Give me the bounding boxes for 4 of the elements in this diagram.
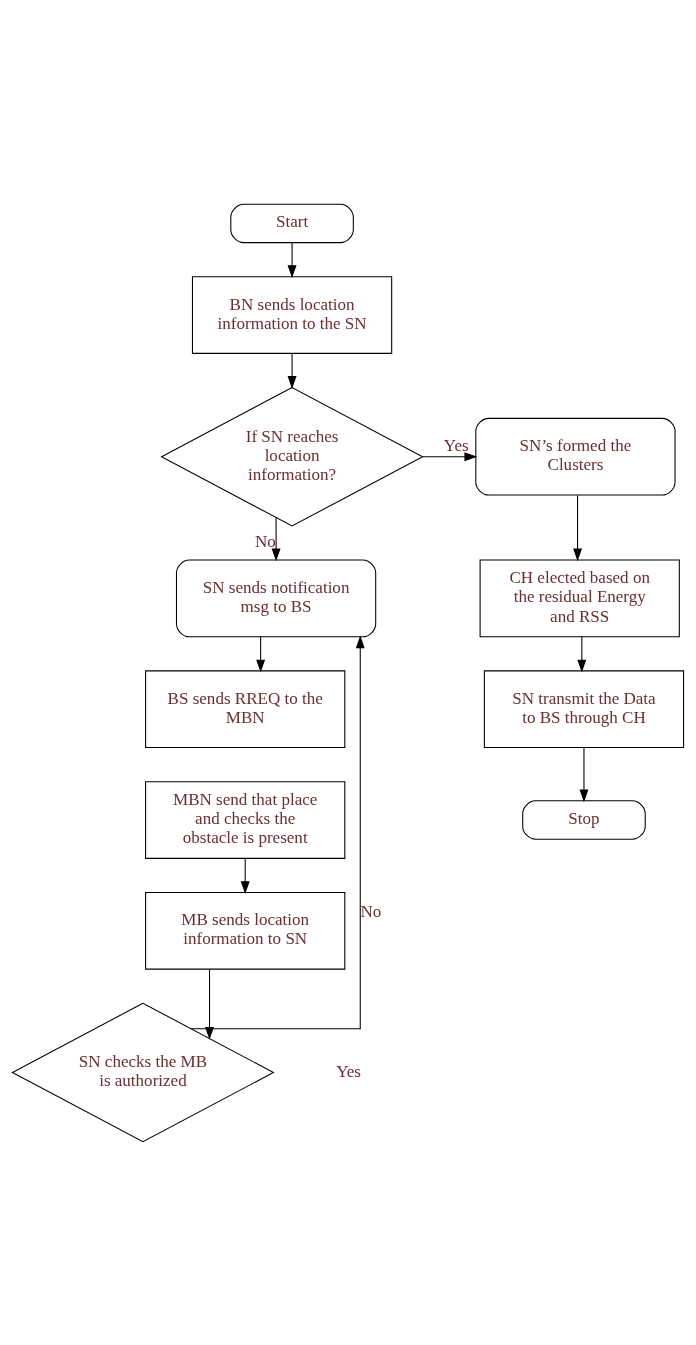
edge-label: No [360, 901, 382, 921]
edge-label: Yes [443, 435, 469, 455]
edge-label: No [255, 531, 276, 551]
label: Yes [336, 1061, 361, 1081]
